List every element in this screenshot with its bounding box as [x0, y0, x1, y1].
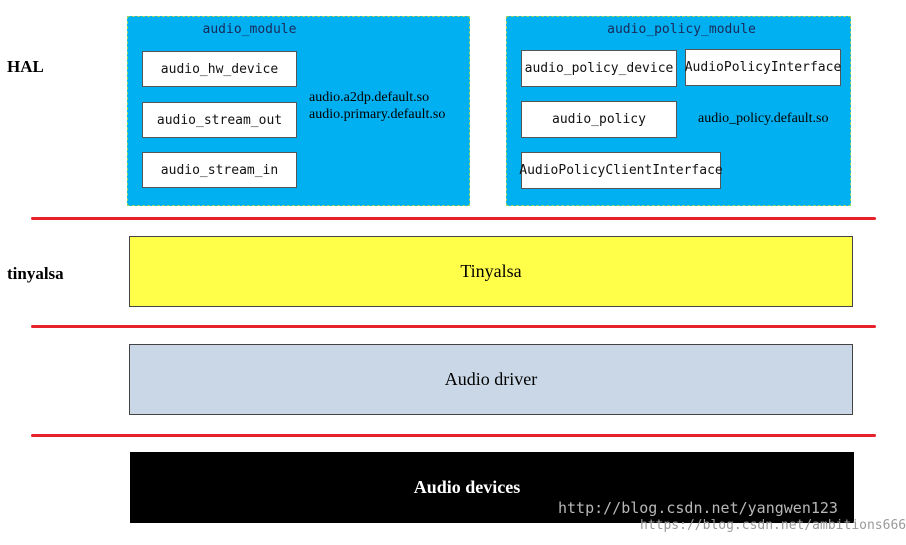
audio-module: audio_module audio_hw_device audio_strea…: [127, 16, 470, 206]
audio-hw-device-box: audio_hw_device: [142, 51, 297, 87]
audio-stream-in-box: audio_stream_in: [142, 152, 297, 188]
separator-line-1: [31, 217, 876, 220]
watermark-line-2: https://blog.csdn.net/ambitions666: [640, 518, 906, 533]
audio-module-title: audio_module: [202, 22, 297, 37]
separator-line-2: [31, 325, 876, 328]
audio-stream-out-box: audio_stream_out: [142, 102, 297, 138]
separator-line-3: [31, 434, 876, 437]
audio-devices-layer: Audio devices: [130, 452, 854, 523]
audio-policy-box: audio_policy: [521, 101, 677, 138]
watermark-line-1: http://blog.csdn.net/yangwen123: [558, 499, 838, 517]
audio-policy-interface-box: AudioPolicyInterface: [685, 49, 841, 86]
hal-label: HAL: [7, 57, 44, 76]
tinyalsa-layer: Tinyalsa: [129, 236, 853, 307]
audio-policy-module: audio_policy_module audio_policy_device …: [506, 16, 851, 206]
audio-policy-client-interface-box: AudioPolicyClientInterface: [519, 152, 723, 189]
audio-driver-layer: Audio driver: [129, 344, 853, 415]
tinyalsa-label: tinyalsa: [7, 264, 64, 283]
audio-primary-so: audio.primary.default.so: [309, 107, 446, 122]
audio-policy-so: audio_policy.default.so: [698, 111, 829, 126]
audio-a2dp-so: audio.a2dp.default.so: [309, 90, 430, 105]
audio-policy-module-title: audio_policy_module: [607, 22, 756, 37]
audio-policy-device-box: audio_policy_device: [521, 50, 677, 87]
